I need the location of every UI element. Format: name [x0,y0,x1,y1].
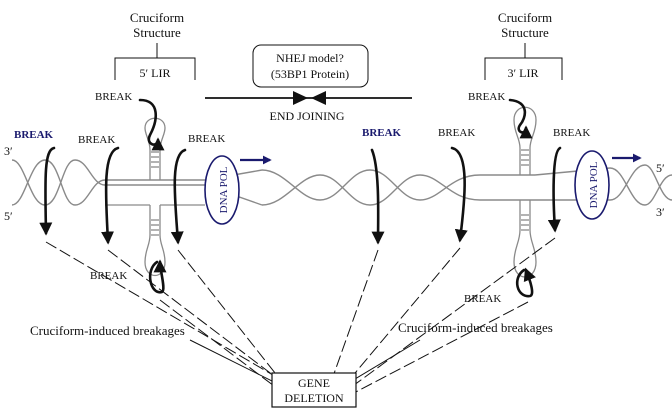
cruciform-label-left-2: Structure [133,25,181,40]
break-label-left-3: BREAK [188,133,225,145]
end-joining-arrows [205,91,412,105]
end-joining-label: END JOINING [270,109,345,123]
break-label-bottom-left: BREAK [90,270,127,282]
lir-label-right: 3′ LIR [508,66,539,80]
deletion-label: DELETION [284,391,344,405]
break-arrow-7 [450,146,468,243]
break-arrow-5 [148,259,167,294]
cruciform-label-left-1: Cruciform [130,10,184,25]
dna-pol-label-right: DNA POL [588,161,600,208]
break-arrow-3 [101,146,120,245]
break-arrow-2 [39,146,56,236]
cruciform-bracket-left [114,43,196,80]
break-label-top-left: BREAK [95,91,132,103]
dna-polymerase-left: DNA POL [204,155,240,225]
deletion-lines-solid [189,339,421,386]
break-label-bottom-right: BREAK [464,293,501,305]
deletion-lines [45,237,556,399]
breakages-label-left: Cruciform-induced breakages [30,323,185,338]
break-label-middle-blue: BREAK [362,127,402,139]
break-arrow-8 [508,98,533,139]
cruciform-label-right-1: Cruciform [498,10,552,25]
break-arrows [39,98,562,298]
break-label-left-blue: BREAK [14,129,54,141]
break-label-left-2: BREAK [78,134,115,146]
strand-end-right-5prime: 5′ [656,161,665,175]
strand-end-left-3prime: 3′ [4,144,13,158]
break-arrow-6 [370,148,385,245]
strand-end-left-5prime: 5′ [4,209,13,223]
nhej-label-1: NHEJ model? [276,51,344,65]
cruciform-label-right-2: Structure [501,25,549,40]
break-label-right-2: BREAK [553,127,590,139]
gene-deletion-box: GENE DELETION [271,372,357,408]
lir-label-left: 5′ LIR [140,66,171,80]
break-arrow-9 [547,146,562,233]
breakages-label-right: Cruciform-induced breakages [398,320,553,335]
gene-label: GENE [298,376,330,390]
dna-polymerase-right: DNA POL [574,150,610,220]
break-label-middle-2: BREAK [438,127,475,139]
nhej-label-2: (53BP1 Protein) [271,67,349,81]
strand-end-right-3prime: 3′ [656,205,665,219]
break-label-top-right: BREAK [468,91,505,103]
nhej-box: NHEJ model? (53BP1 Protein) [252,44,369,88]
break-arrow-1 [138,98,165,151]
break-arrow-4 [170,148,187,245]
break-arrow-10 [515,267,536,298]
dna-pol-label-left: DNA POL [218,166,230,213]
cruciform-bracket-right [484,43,563,80]
dna-strands [11,159,672,206]
